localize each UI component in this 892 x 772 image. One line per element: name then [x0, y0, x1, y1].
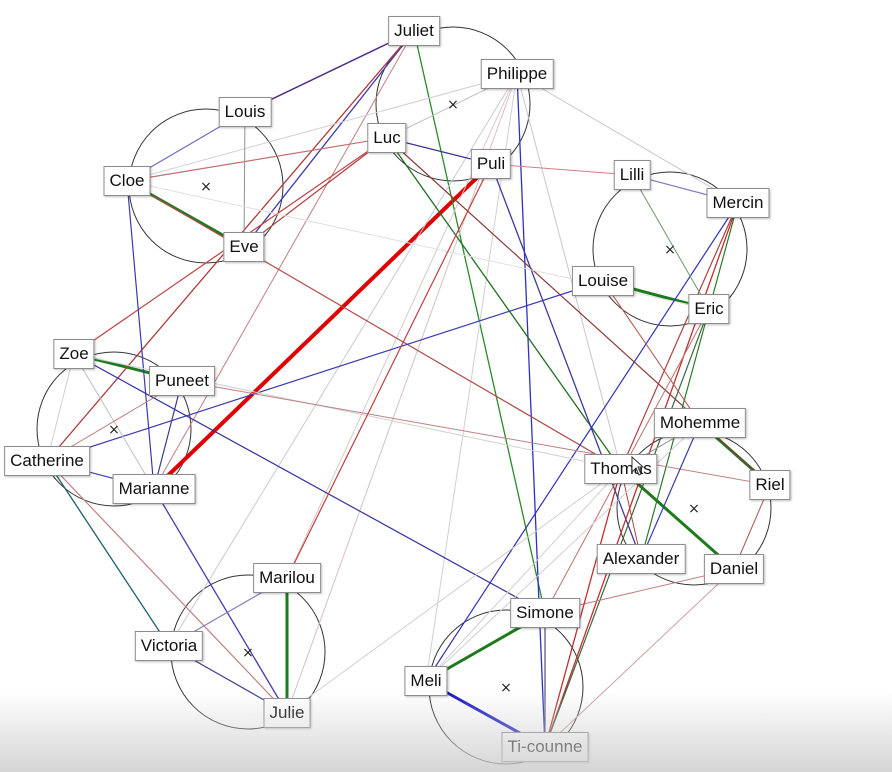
cluster-center-layer: × × × × × × ×: [108, 97, 700, 696]
cluster-center-marker-c5: ×: [688, 501, 700, 517]
edge-mercin-meli: [425, 202, 739, 682]
edge-puneet-marianne: [153, 380, 183, 490]
node-thomas[interactable]: Thomas: [584, 454, 658, 484]
edge-thomas-daniel: [619, 467, 736, 571]
node-philippe[interactable]: Philippe: [480, 59, 554, 89]
edge-cloe-marianne: [126, 180, 155, 490]
edge-julie-thomas: [286, 468, 622, 714]
cluster-circle-c1: [375, 26, 531, 182]
edge-puli-lilli: [490, 163, 633, 176]
node-catherine[interactable]: Catherine: [4, 446, 90, 476]
edge-louise-mohemme: [602, 280, 701, 424]
node-louise[interactable]: Louise: [571, 266, 635, 296]
cluster-center-marker-c4: ×: [108, 422, 120, 438]
edge-philippe-victoria: [168, 73, 518, 647]
node-meli[interactable]: Meli: [404, 666, 448, 696]
node-riel[interactable]: Riel: [749, 470, 791, 500]
node-daniel[interactable]: Daniel: [703, 554, 765, 584]
node-marianne[interactable]: Marianne: [112, 474, 196, 504]
edge-marilou-puli: [286, 163, 492, 579]
node-ti-counne[interactable]: Ti-counne: [501, 732, 589, 762]
edge-philippe-cloe: [126, 73, 518, 182]
node-eric[interactable]: Eric: [688, 294, 730, 324]
edge-luc-thomas: [386, 137, 622, 470]
node-juliet[interactable]: Juliet: [388, 16, 440, 46]
edge-marianne-julie: [153, 488, 288, 714]
edge-zoe-catherine: [46, 353, 75, 462]
edge-philippe-mercin: [516, 73, 739, 204]
node-cloe[interactable]: Cloe: [103, 166, 151, 196]
edge-alexander-mohemme: [640, 422, 701, 560]
cluster-center-marker-c6: ×: [242, 645, 254, 661]
edge-catherine-julie: [46, 460, 288, 714]
cluster-center-marker-c1: ×: [447, 97, 459, 113]
node-lilli[interactable]: Lilli: [613, 160, 651, 190]
cluster-center-marker-c7: ×: [500, 680, 512, 696]
edge-ti-counne-daniel: [544, 568, 735, 748]
edge-mercin-alexander: [640, 202, 739, 560]
edge-luc-cloe: [126, 137, 388, 182]
cluster-circle-c3: [592, 171, 748, 327]
node-puneet[interactable]: Puneet: [149, 366, 215, 396]
edge-philippe-julie: [286, 73, 518, 714]
node-marilou[interactable]: Marilou: [253, 563, 321, 593]
edge-catherine-victoria: [46, 460, 170, 647]
node-mohemme[interactable]: Mohemme: [653, 408, 747, 438]
node-alexander[interactable]: Alexander: [596, 544, 686, 574]
cluster-circle-c4: [36, 351, 192, 507]
node-louis[interactable]: Louis: [218, 97, 272, 127]
edge-louis-juliet: [244, 30, 415, 113]
edge-louise-catherine: [46, 280, 604, 462]
edge-puli-alexander: [490, 163, 642, 560]
node-simone[interactable]: Simone: [510, 598, 580, 628]
edge-cloe-thomas: [126, 180, 622, 470]
node-eve[interactable]: Eve: [223, 232, 265, 262]
cluster-center-marker-c3: ×: [664, 242, 676, 258]
edge-puli-marianne: [152, 162, 493, 491]
edge-philippe-thomas: [516, 73, 622, 470]
cluster-center-marker-c2: ×: [200, 179, 212, 195]
edge-lilli-eric: [631, 174, 710, 310]
edge-louis-eve: [243, 111, 246, 248]
edge-juliet-eve: [243, 30, 415, 248]
edge-juliet-marianne: [153, 30, 415, 490]
node-puli[interactable]: Puli: [470, 149, 512, 179]
node-victoria[interactable]: Victoria: [134, 631, 204, 661]
edge-eric-ti-counne: [544, 308, 710, 748]
node-luc[interactable]: Luc: [367, 123, 407, 153]
node-julie[interactable]: Julie: [263, 698, 311, 728]
node-zoe[interactable]: Zoe: [53, 339, 95, 369]
edge-puneet-riel: [181, 380, 771, 486]
edge-mercin-thomas: [620, 202, 739, 470]
edge-zoe-simone: [73, 353, 546, 614]
node-mercin[interactable]: Mercin: [706, 188, 770, 218]
edge-meli-thomas: [425, 468, 622, 682]
edge-philippe-ti-counne: [516, 73, 546, 748]
edge-luc-eve: [243, 137, 388, 248]
